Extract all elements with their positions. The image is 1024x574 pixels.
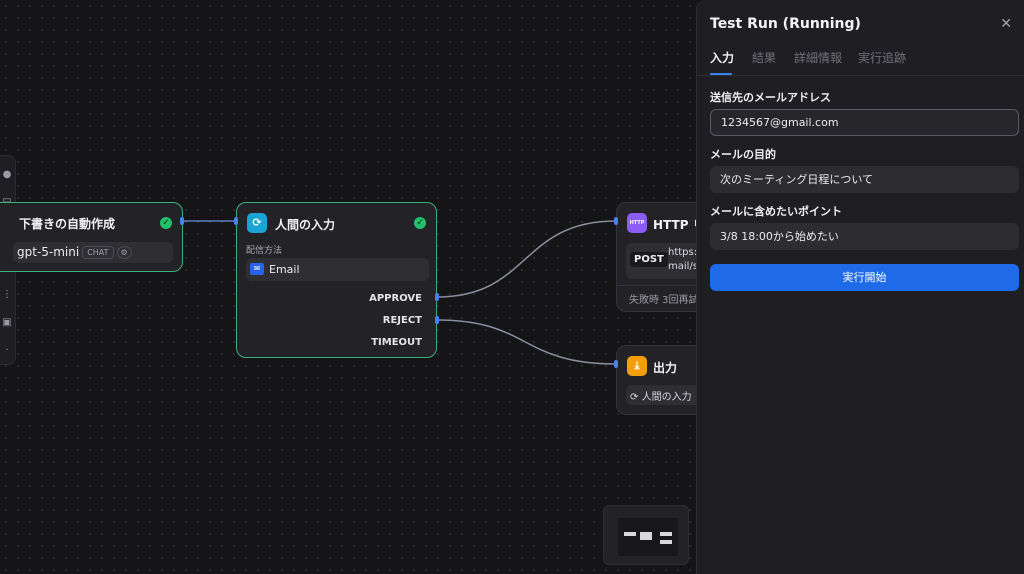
delivery-method-selector[interactable]: ✉ Email (246, 258, 429, 281)
close-icon[interactable]: ✕ (1000, 16, 1012, 32)
node-human-title: 人間の入力 (275, 218, 336, 232)
branch-timeout: TIMEOUT (371, 337, 422, 348)
success-check-icon: ✓ (160, 217, 172, 229)
success-check-icon: ✓ (414, 217, 426, 229)
output-port[interactable] (180, 217, 184, 225)
delivery-method-label: 配信方法 (246, 246, 283, 256)
reject-port[interactable] (435, 316, 439, 324)
output-source-label: 人間の入力 (641, 392, 692, 403)
email-address-input[interactable]: 1234567@gmail.com (710, 109, 1019, 136)
monitor-icon[interactable]: ▭ (2, 195, 12, 206)
active-tab-indicator (710, 73, 732, 75)
loop-icon: ⟳ (630, 392, 639, 403)
start-run-button[interactable]: 実行開始 (710, 264, 1019, 291)
output-icon: ⤓ (627, 356, 647, 376)
approve-port[interactable] (435, 293, 439, 301)
branch-reject: REJECT (382, 315, 422, 326)
email-purpose-input[interactable]: 次のミーティング日程について (710, 166, 1019, 193)
more-icon[interactable]: · (5, 345, 9, 356)
http-url-line2: mail/s (668, 261, 699, 272)
node-output-title: 出力 (653, 361, 678, 375)
email-points-label: メールに含めたいポイント (710, 205, 842, 218)
minimap[interactable] (603, 505, 689, 565)
http-icon: HTTP (627, 213, 647, 233)
input-port[interactable] (614, 217, 618, 225)
email-icon: ✉ (250, 263, 264, 275)
delivery-method-value: Email (269, 263, 300, 276)
http-url-line1: https: (668, 247, 698, 258)
input-port[interactable] (614, 360, 618, 368)
tab-input[interactable]: 入力 (710, 51, 735, 65)
test-run-panel: Test Run (Running) ✕ 入力 結果 詳細情報 実行追跡 送信先… (696, 0, 1024, 574)
image-icon[interactable]: ▣ (2, 317, 12, 328)
tab-trace[interactable]: 実行追跡 (858, 51, 907, 65)
model-settings-icon[interactable]: ⚙ (116, 246, 132, 259)
human-input-icon: ⟳ (247, 213, 267, 233)
flow-icon[interactable]: ⋮ (2, 289, 12, 300)
minus-circle-icon[interactable]: ● (2, 169, 12, 180)
tab-result[interactable]: 結果 (752, 51, 777, 65)
branch-approve: APPROVE (369, 293, 422, 304)
node-human-input[interactable]: ⟳ 人間の入力 ✓ 配信方法 ✉ Email APPROVE REJECT TI… (236, 202, 437, 358)
email-purpose-label: メールの目的 (710, 148, 776, 161)
node-draft-title: 下書きの自動作成 (19, 217, 116, 231)
email-address-label: 送信先のメールアドレス (710, 91, 831, 104)
minimap-viewport (618, 518, 678, 556)
http-method: POST (630, 252, 668, 267)
edge-approve-to-http (436, 220, 617, 298)
model-tag: CHAT (82, 246, 114, 259)
edge-reject-to-output (436, 319, 617, 365)
tab-details[interactable]: 詳細情報 (794, 51, 843, 65)
http-retry-info: 失敗時 3回再試 (629, 295, 699, 306)
model-name: gpt-5-mini (17, 245, 80, 259)
node-http-title: HTTP リ (653, 218, 705, 232)
email-points-input[interactable]: 3/8 18:00から始めたい (710, 223, 1019, 250)
panel-title: Test Run (Running) (710, 16, 861, 32)
input-port[interactable] (234, 217, 238, 225)
